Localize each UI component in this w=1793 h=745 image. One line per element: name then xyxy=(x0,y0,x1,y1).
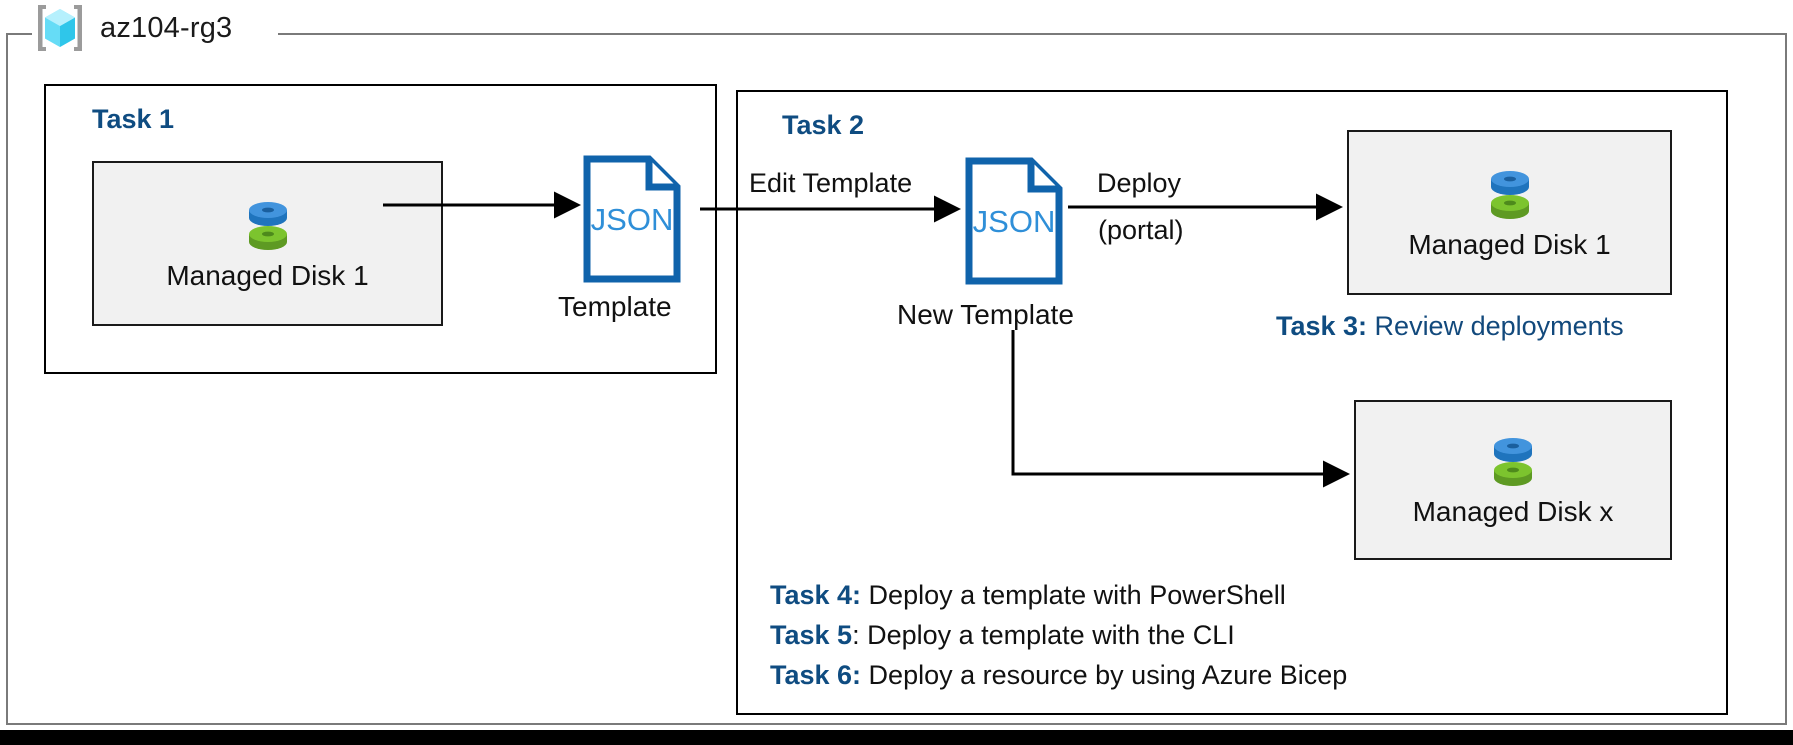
task-4-tag: Task 4: xyxy=(770,580,862,610)
resource-group-header: az104-rg3 xyxy=(34,2,241,54)
task-2-heading: Task 2 xyxy=(782,110,865,140)
task-5-note: Task 5: Deploy a template with the CLI xyxy=(770,620,1235,651)
resource-group-name: az104-rg3 xyxy=(100,11,233,44)
template-caption: Template xyxy=(558,291,672,322)
managed-disk-x-label: Managed Disk x xyxy=(1412,496,1614,527)
deploy-arrow-label-line2: (portal) xyxy=(1098,215,1184,245)
svg-text:JSON: JSON xyxy=(973,204,1056,239)
resource-group-border-top-right xyxy=(278,33,1787,35)
json-file-icon-template[interactable]: JSON xyxy=(583,155,681,283)
task-3-text: Review deployments xyxy=(1367,311,1624,341)
task-3-note: Task 3: Review deployments xyxy=(1276,311,1624,342)
deploy-arrow-label-line1: Deploy xyxy=(1097,168,1182,198)
task-4-note: Task 4: Deploy a template with PowerShel… xyxy=(770,580,1286,611)
task-6-text: Deploy a resource by using Azure Bicep xyxy=(861,660,1348,690)
json-file-icon-new-template[interactable]: JSON xyxy=(965,157,1063,285)
managed-disk-icon xyxy=(1481,432,1545,496)
managed-disk-1-card-deployed[interactable]: Managed Disk 1 xyxy=(1347,130,1672,295)
svg-text:JSON: JSON xyxy=(591,202,674,237)
task-6-note: Task 6: Deploy a resource by using Azure… xyxy=(770,660,1347,691)
task-5-text: : Deploy a template with the CLI xyxy=(852,620,1235,650)
managed-disk-icon xyxy=(236,196,300,260)
managed-disk-x-card[interactable]: Managed Disk x xyxy=(1354,400,1672,560)
resource-group-border-top-left xyxy=(6,33,32,35)
bottom-black-strip xyxy=(0,730,1793,745)
task-4-text: Deploy a template with PowerShell xyxy=(861,580,1286,610)
managed-disk-1-label-deployed: Managed Disk 1 xyxy=(1408,228,1611,260)
task-3-tag: Task 3: xyxy=(1276,311,1368,341)
task-1-heading: Task 1 xyxy=(92,104,175,134)
edit-template-arrow-label: Edit Template xyxy=(749,168,913,198)
resource-group-container xyxy=(6,33,1787,725)
task-6-tag: Task 6: xyxy=(770,660,862,690)
managed-disk-1-card-source[interactable]: Managed Disk 1 xyxy=(92,161,443,326)
task-5-tag: Task 5 xyxy=(770,620,853,650)
managed-disk-1-label-source: Managed Disk 1 xyxy=(166,259,369,291)
managed-disk-icon xyxy=(1478,165,1542,229)
resource-group-cube-icon xyxy=(34,2,86,54)
new-template-caption: New Template xyxy=(897,299,1074,330)
